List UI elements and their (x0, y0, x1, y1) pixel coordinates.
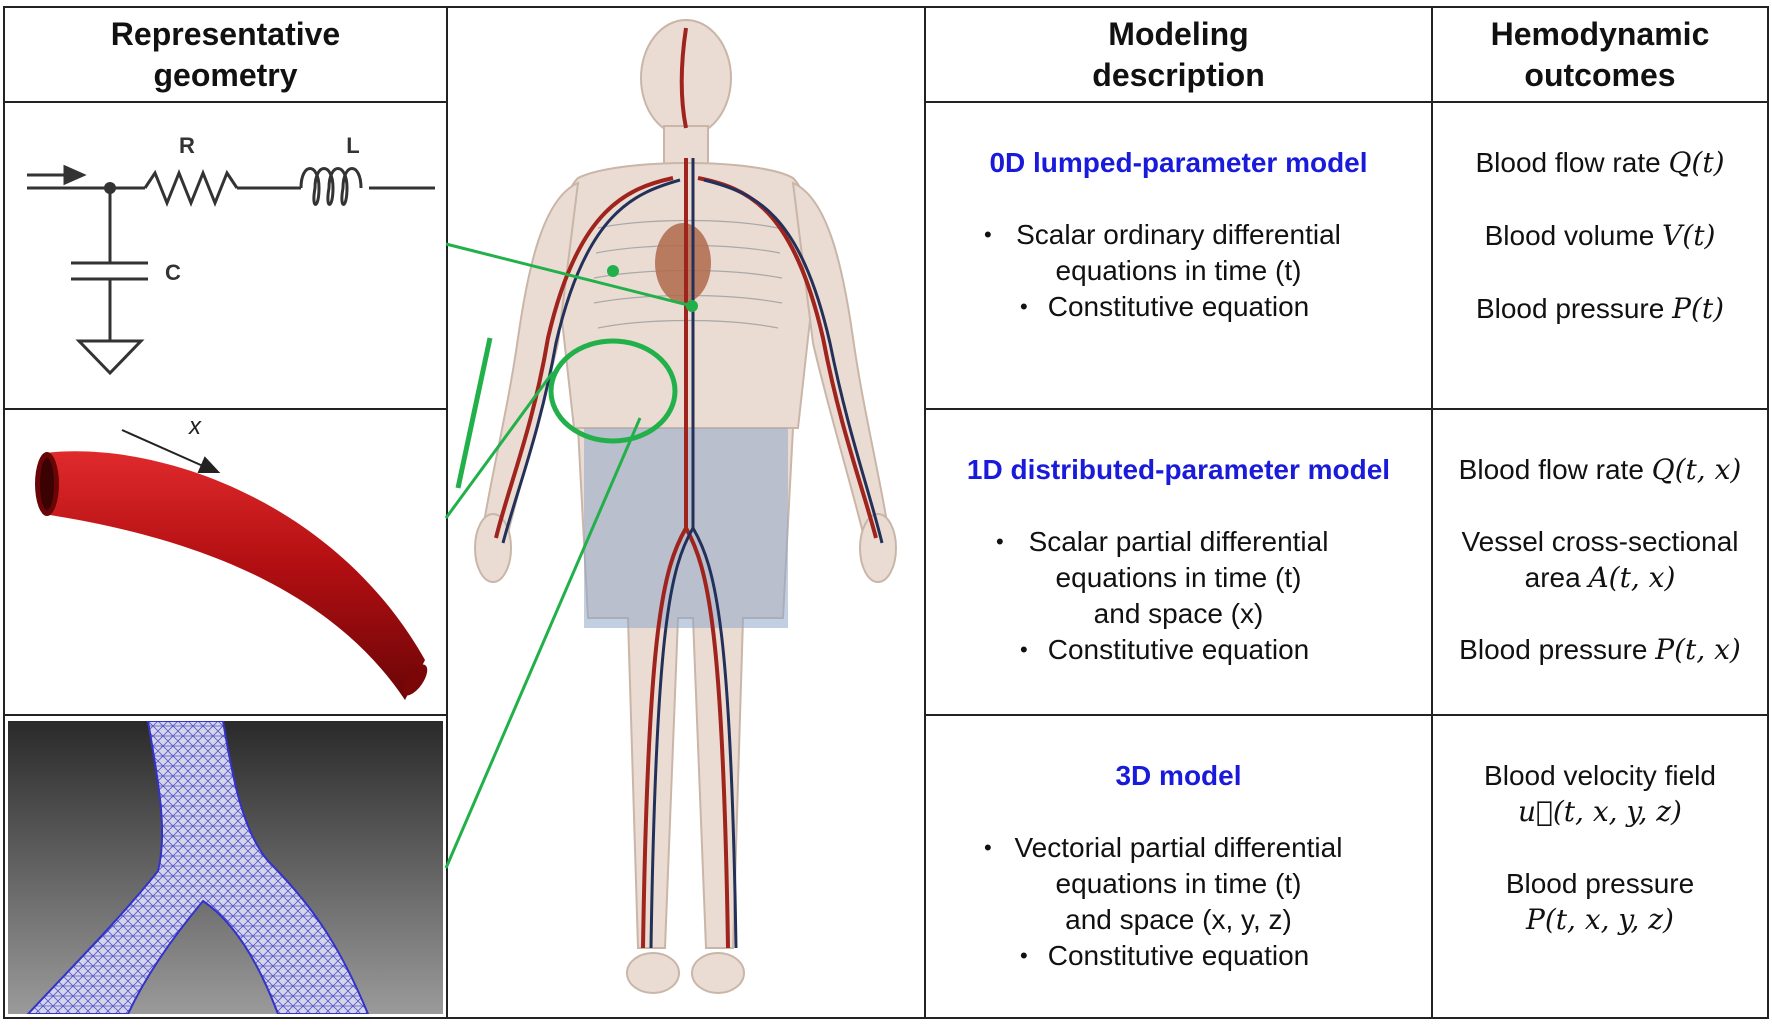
row-0d-outcomes: Blood flow rate Q(t) Blood volume V(t) B… (1475, 146, 1725, 325)
resistor-label: R (179, 133, 195, 158)
vessel-axis-label: x (188, 413, 202, 440)
model-title-1d: 1D distributed-parameter model (966, 454, 1391, 485)
row-1d-modeling: 1D distributed-parameter model •Scalar p… (926, 410, 1431, 714)
human-circulatory-system-illustration (455, 19, 897, 994)
rlc-circuit-diagram: R L C (27, 133, 435, 376)
model-desc-1d: •Scalar partial differential equations i… (996, 526, 1329, 665)
row-1d-outcomes: Blood flow rate Q(t, x) Vessel cross-sec… (1458, 453, 1742, 666)
model-title-3d: 3D model (1115, 760, 1242, 791)
vessel-tube-illustration: x (35, 413, 428, 700)
model-desc-3d: •Vectorial partial differential equation… (984, 832, 1343, 971)
row-0d-modeling: 0D lumped-parameter model •Scalar ordina… (926, 103, 1431, 408)
inductor-label: L (346, 133, 359, 158)
row-3d-outcomes: Blood velocity field u⃗(t, x, y, z) Bloo… (1484, 760, 1716, 936)
model-desc-0d: •Scalar ordinary differential equations … (984, 219, 1341, 322)
model-title-0d: 0D lumped-parameter model (989, 147, 1368, 178)
capacitor-label: C (165, 260, 181, 285)
bifurcation-mesh-illustration (8, 721, 443, 1014)
row-3d-modeling: 3D model •Vectorial partial differential… (926, 716, 1431, 1017)
